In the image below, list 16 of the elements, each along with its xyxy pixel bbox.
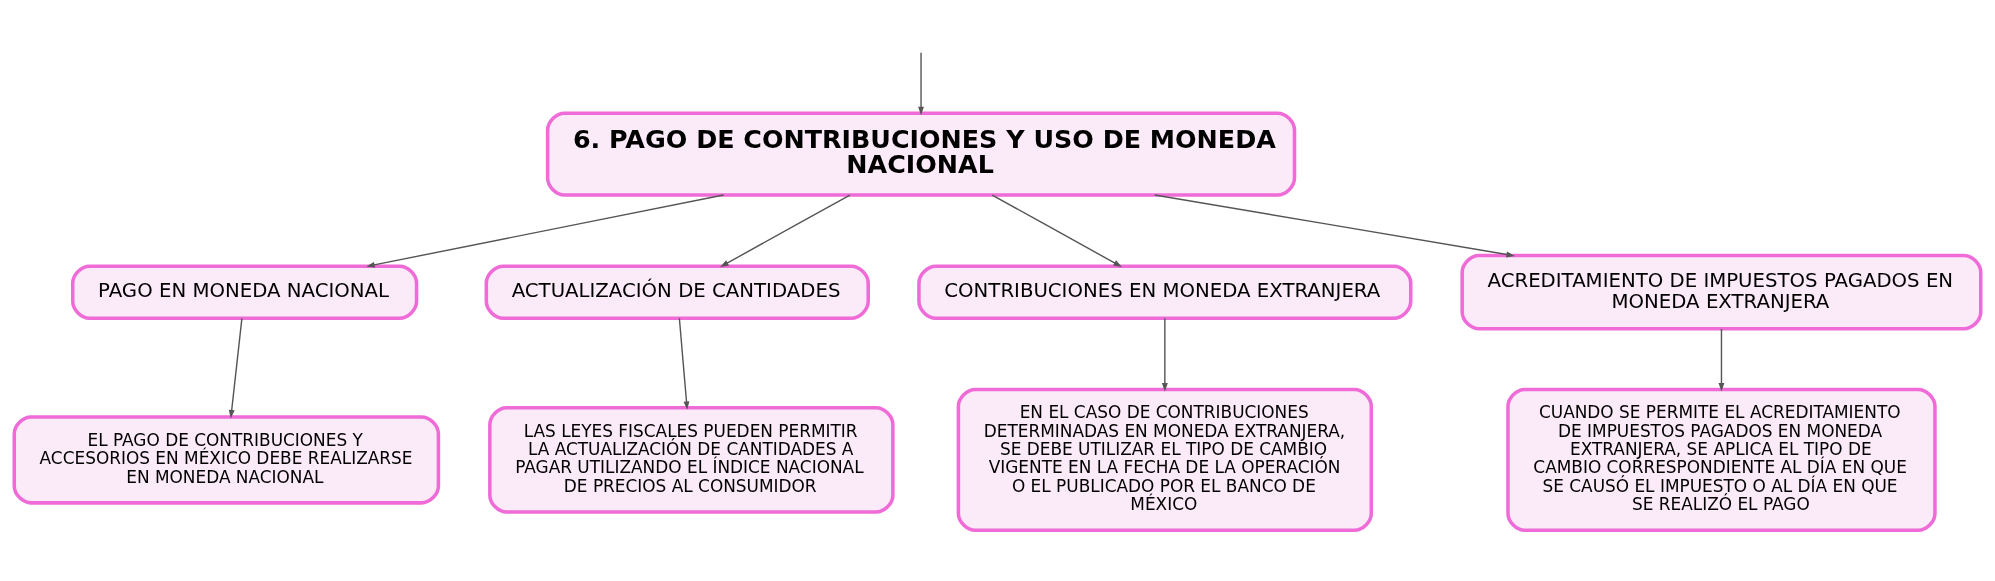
node-box: CUANDO SE PERMITE EL ACREDITAMIENTO DE IMPUESTOS PAGADOS EN MONEDA EXTRANJERA, SE APLICA EL TIPO DE CAMBIO CORRESPONDIENTE AL DÍA EN QUE SE CAUSÓ EL IMPUESTO O AL DÍA EN QUE SE REALIZÓ EL PAGO — [1506, 387, 1937, 532]
arrow — [366, 193, 725, 268]
arrow — [228, 317, 243, 418]
arrow — [991, 193, 1122, 267]
arrow — [1154, 193, 1515, 257]
node-box: CONTRIBUCIONES EN MONEDA EXTRANJERA — [917, 263, 1413, 320]
arrow — [678, 317, 690, 410]
node-box: LAS LEYES FISCALES PUEDEN PERMITIR LA ACTUALIZACIÓN DE CANTIDADES A PAGAR UTILIZANDO EL ÍNDICE NACIONAL DE PRECIOS AL CONSUMIDOR — [488, 405, 895, 514]
arrow — [1718, 327, 1725, 391]
node-box: EL PAGO DE CONTRIBUCIONES Y ACCESORIOS EN MÉXICO DEBE REALIZARSE EN MONEDA NACIONAL — [12, 414, 441, 505]
arrow — [918, 51, 924, 115]
node-box: 6. PAGO DE CONTRIBUCIONES Y USO DE MONEDA NACIONAL — [545, 111, 1297, 197]
node-box: ACTUALIZACIÓN DE CANTIDADES — [484, 263, 870, 320]
arrow — [720, 193, 851, 267]
arrow — [1161, 317, 1168, 392]
node-box: EN EL CASO DE CONTRIBUCIONES DETERMINADAS EN MONEDA EXTRANJERA, SE DEBE UTILIZAR EL TIPO DE CAMBIO VIGENTE EN LA FECHA DE LA OPERACIÓN O EL PUBLICADO POR EL BANCO DE MÉXICO — [956, 387, 1374, 532]
